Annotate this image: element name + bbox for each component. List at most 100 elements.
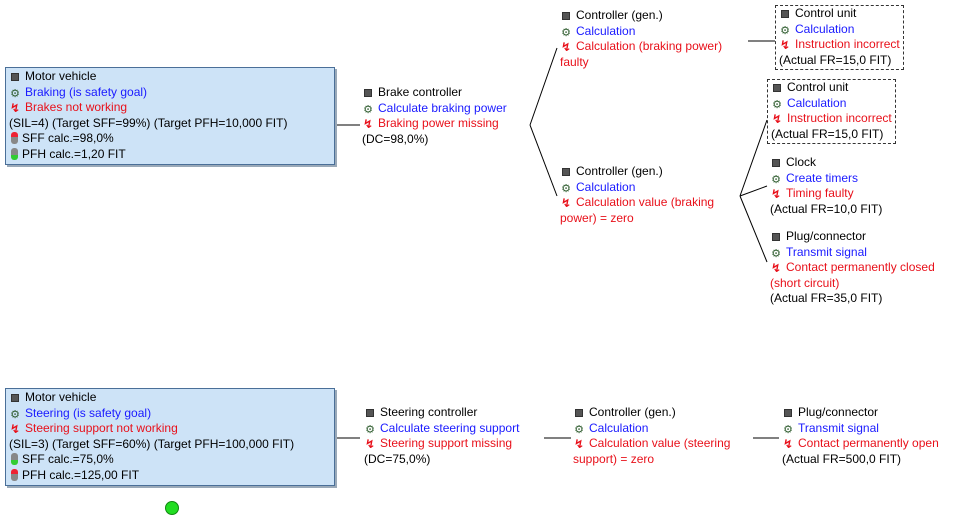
- node-controller-c[interactable]: Controller (gen.) ⚙Calculation ↯Calculat…: [573, 405, 730, 467]
- component-label: Clock: [786, 155, 817, 169]
- link-controller-b-plug: [739, 195, 768, 263]
- function-gear-icon: ⚙: [771, 173, 781, 186]
- structure-element-icon: [9, 70, 21, 86]
- structure-element-icon: [364, 406, 376, 422]
- malfunction-lightning-icon: ↯: [9, 422, 21, 436]
- failure-label: Calculation value (braking: [576, 195, 715, 209]
- node-controller-a[interactable]: Controller (gen.) ⚙ Calculation ↯ Calculat…: [560, 8, 722, 70]
- malfunction-lightning-icon: ↯: [770, 187, 782, 201]
- failure-rate: (Actual FR=500,0 FIT): [782, 451, 902, 466]
- function-gear-icon: ⚙: [365, 423, 375, 436]
- structure-element-icon: [9, 391, 21, 407]
- node-plug-connector-b[interactable]: Plug/connector ⚙Transmit signal ↯Contact…: [782, 405, 939, 467]
- failure-label-cont: (short circuit): [770, 275, 840, 290]
- traffic-light-green-icon: [11, 453, 18, 465]
- failure-label-cont: faulty: [560, 54, 589, 69]
- malfunction-lightning-icon: ↯: [770, 261, 782, 275]
- function-label: Steering (is safety goal): [25, 405, 152, 420]
- function-label: Calculate steering support: [380, 420, 520, 435]
- function-gear-icon: ⚙: [772, 98, 782, 111]
- function-label: Braking (is safety goal): [25, 84, 148, 99]
- traffic-light-red-icon: [11, 468, 18, 481]
- structure-element-icon: [770, 230, 782, 246]
- failure-label-cont: power) = zero: [560, 210, 634, 225]
- function-gear-icon: ⚙: [10, 408, 20, 421]
- malfunction-lightning-icon: ↯: [782, 437, 794, 451]
- failure-label: Contact permanently open: [798, 436, 939, 450]
- failure-label: Braking power missing: [378, 116, 499, 130]
- malfunction-lightning-icon: ↯: [573, 437, 585, 451]
- malfunction-lightning-icon: ↯: [9, 101, 21, 115]
- failure-label: Timing faulty: [786, 186, 854, 200]
- node-brake-controller[interactable]: Brake controller ⚙ Calculate braking powe…: [362, 85, 507, 147]
- component-label: Control unit: [787, 80, 849, 94]
- component-label: Plug/connector: [798, 405, 879, 419]
- function-gear-icon: ⚙: [561, 26, 571, 39]
- function-label: Calculation: [787, 95, 847, 110]
- safety-params: (SIL=4) (Target SFF=99%) (Target PFH=10,…: [9, 115, 288, 130]
- structure-element-icon: [782, 406, 794, 422]
- failure-rate: (Actual FR=15,0 FIT): [779, 52, 892, 67]
- function-gear-icon: ⚙: [363, 103, 373, 116]
- failure-label: Brakes not working: [25, 100, 128, 114]
- pfh-calc: PFH calc.=1,20 FIT: [22, 146, 126, 161]
- node-plug-connector-a[interactable]: Plug/connector ⚙Transmit signal ↯Contact…: [770, 229, 935, 307]
- failure-label: Instruction incorrect: [787, 111, 892, 125]
- component-label: Control unit: [795, 6, 857, 20]
- structure-element-icon: [779, 7, 791, 23]
- component-label: Brake controller: [378, 85, 463, 99]
- link-controller-b-clock: [739, 185, 768, 197]
- malfunction-lightning-icon: ↯: [560, 40, 572, 54]
- traffic-light-red-icon: [11, 132, 18, 144]
- function-gear-icon: ⚙: [780, 24, 790, 37]
- failure-label: Contact permanently closed: [786, 260, 935, 274]
- function-label: Calculation: [576, 23, 636, 38]
- failure-rate: (Actual FR=35,0 FIT): [770, 291, 883, 305]
- function-label: Calculation: [795, 21, 855, 36]
- component-label: Controller (gen.): [576, 8, 663, 22]
- malfunction-lightning-icon: ↯: [560, 196, 572, 210]
- pfh-calc: PFH calc.=125,00 FIT: [22, 467, 140, 482]
- malfunction-lightning-icon: ↯: [362, 117, 374, 131]
- failure-label: Calculation value (steering: [589, 436, 731, 450]
- failure-rate: (Actual FR=15,0 FIT): [771, 126, 884, 141]
- failure-label: Instruction incorrect: [795, 37, 900, 51]
- structure-element-icon: [770, 156, 782, 172]
- sff-calc: SFF calc.=75,0%: [22, 452, 114, 466]
- node-control-unit-a[interactable]: Control unit ⚙ Calculation ↯ Instruction i…: [775, 5, 904, 70]
- failure-label: Steering support missing: [380, 436, 513, 450]
- component-label: Plug/connector: [786, 229, 867, 243]
- function-label: Create timers: [786, 170, 859, 185]
- root-node-braking[interactable]: Motor vehicle ⚙Braking (is safety goal) …: [5, 67, 335, 165]
- link-controller-b-control-unit-b: [739, 119, 768, 197]
- failure-label: Calculation (braking power): [576, 39, 723, 53]
- malfunction-lightning-icon: ↯: [779, 38, 791, 52]
- function-gear-icon: ⚙: [10, 87, 20, 100]
- component-label: Motor vehicle: [25, 69, 97, 83]
- node-control-unit-b[interactable]: Control unit ⚙ Calculation ↯ Instruction i…: [767, 79, 896, 144]
- node-clock[interactable]: Clock ⚙Create timers ↯Timing faulty (Act…: [770, 155, 882, 217]
- function-label: Calculation: [589, 420, 649, 435]
- dc-value: (DC=75,0%): [364, 451, 431, 466]
- function-label: Calculation: [576, 179, 636, 194]
- safety-params: (SIL=3) (Target SFF=60%) (Target PFH=100…: [9, 436, 295, 451]
- function-gear-icon: ⚙: [561, 182, 571, 195]
- function-gear-icon: ⚙: [771, 247, 781, 260]
- structure-element-icon: [560, 9, 572, 25]
- malfunction-lightning-icon: ↯: [364, 437, 376, 451]
- status-dot[interactable]: [165, 501, 179, 515]
- root-node-steering[interactable]: Motor vehicle ⚙ Steering (is safety goal)…: [5, 388, 335, 486]
- function-label: Calculate braking power: [378, 100, 507, 115]
- component-label: Controller (gen.): [576, 164, 663, 178]
- component-label: Steering controller: [380, 405, 478, 419]
- component-label: Motor vehicle: [25, 390, 97, 404]
- node-steering-controller[interactable]: Steering controller ⚙ Calculate steering …: [364, 405, 519, 467]
- failure-label: Steering support not working: [25, 421, 178, 435]
- sff-calc: SFF calc.=98,0%: [22, 131, 114, 145]
- malfunction-lightning-icon: ↯: [771, 112, 783, 126]
- traffic-light-green-icon: [11, 147, 18, 160]
- function-gear-icon: ⚙: [783, 423, 793, 436]
- dc-value: (DC=98,0%): [362, 131, 429, 146]
- node-controller-b[interactable]: Controller (gen.) ⚙ Calculation ↯ Calculat…: [560, 164, 714, 226]
